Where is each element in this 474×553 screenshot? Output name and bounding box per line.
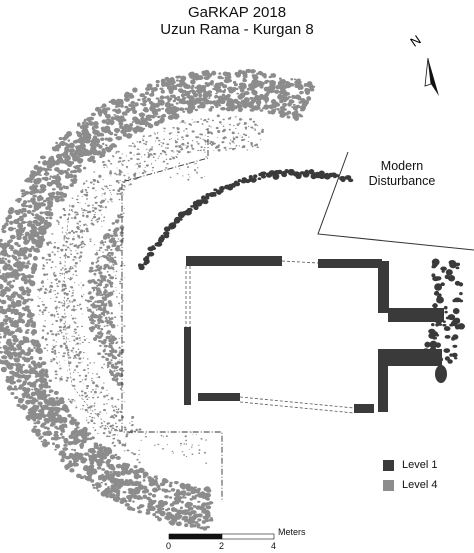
modern-disturbance-label: Modern Disturbance xyxy=(362,159,442,189)
legend-swatch-level4 xyxy=(383,479,394,491)
legend-label-level1: Level 1 xyxy=(402,459,438,471)
modern-disturbance-line2: Disturbance xyxy=(368,174,436,188)
level4-stone-field xyxy=(0,68,316,531)
legend-item-level1: Level 1 xyxy=(383,458,437,472)
scale-bar-unit: Meters xyxy=(278,527,306,537)
legend-item-level4: Level 4 xyxy=(383,478,437,492)
scale-tick-2: 2 xyxy=(219,541,225,551)
map-title: GaRKAP 2018 xyxy=(187,4,287,21)
north-arrow-icon: N xyxy=(407,32,439,96)
scale-tick-4: 4 xyxy=(271,541,277,551)
modern-disturbance-boundary xyxy=(317,151,474,251)
excavation-trench-boundary xyxy=(121,128,223,502)
legend-label-level4: Level 4 xyxy=(402,479,438,491)
scale-tick-0: 0 xyxy=(166,541,172,551)
map-subtitle: Uzun Rama - Kurgan 8 xyxy=(160,21,314,38)
level1-rectangular-structure xyxy=(184,256,447,414)
legend-swatch-level1 xyxy=(383,459,394,471)
inner-ring-boundary xyxy=(64,204,121,433)
scale-bar xyxy=(168,533,275,540)
level1-stone-arc xyxy=(137,168,354,271)
modern-disturbance-line1: Modern xyxy=(380,159,424,173)
